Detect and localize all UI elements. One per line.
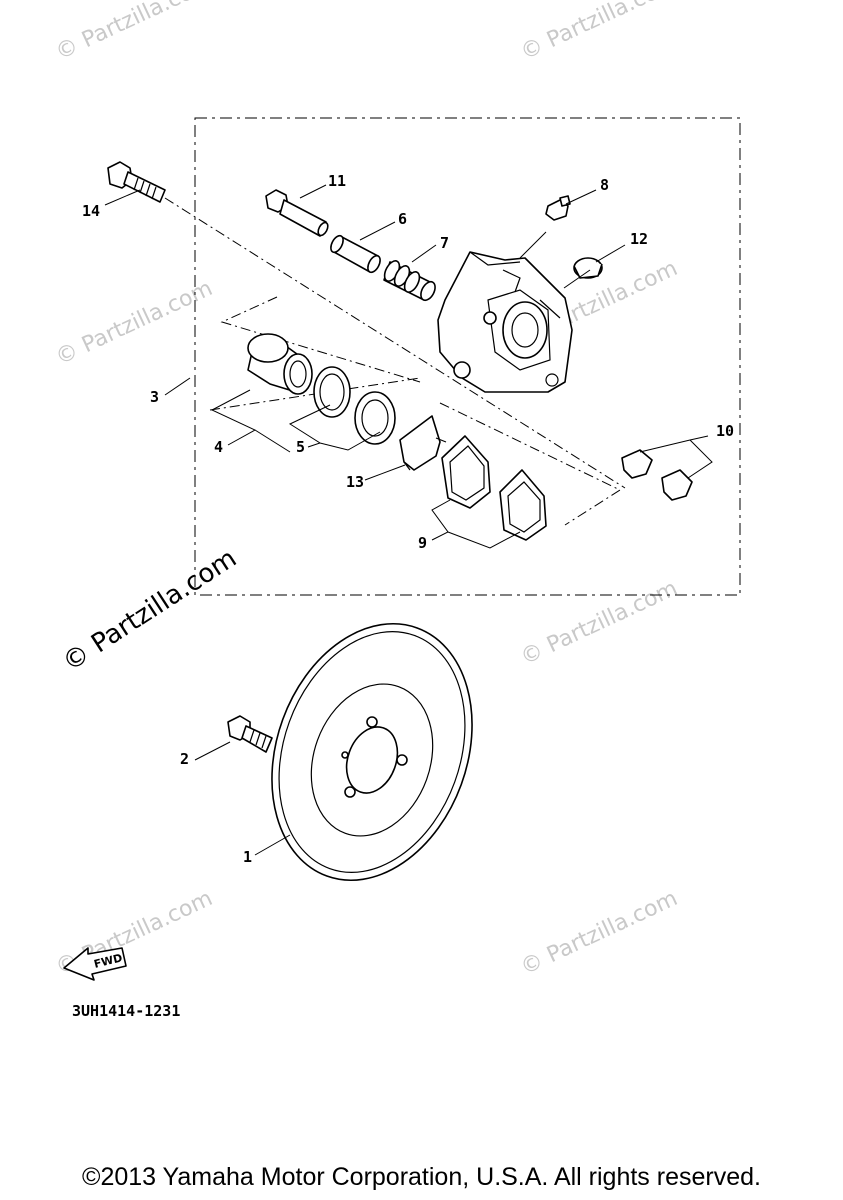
callout-2: 2 (180, 750, 189, 768)
callout-11: 11 (328, 172, 346, 190)
part-12-cap (573, 257, 603, 279)
copyright-footer: ©2013 Yamaha Motor Corporation, U.S.A. A… (82, 1163, 761, 1191)
callout-10: 10 (716, 422, 734, 440)
part-14-bolt (107, 161, 166, 203)
callouts: 1 2 3 4 5 6 7 8 9 10 11 12 13 14 (82, 172, 734, 866)
part-2-disc-bolt (227, 715, 273, 753)
watermark: © Partzilla.com (52, 0, 216, 65)
watermark: © Partzilla.com (517, 0, 681, 65)
part-8-bleed-screw (545, 195, 571, 221)
watermark-strong: © Partzilla.com (57, 543, 242, 677)
callout-1: 1 (243, 848, 252, 866)
part-4-piston (247, 333, 313, 395)
fwd-arrow-icon: FWD (63, 947, 127, 981)
part-9-pads (441, 435, 547, 541)
leader-lines (104, 184, 713, 856)
part-5-seals (313, 366, 396, 445)
part-6-sleeve (330, 234, 381, 274)
callout-14: 14 (82, 202, 100, 220)
caliper-body (437, 251, 573, 393)
part-10-clips (621, 449, 693, 501)
part-1-brake-disc (271, 622, 473, 882)
callout-9: 9 (418, 534, 427, 552)
callout-13: 13 (346, 473, 364, 491)
callout-12: 12 (630, 230, 648, 248)
watermark: © Partzilla.com (52, 276, 216, 370)
callout-4: 4 (214, 438, 223, 456)
part-11-pin-bolt (265, 189, 329, 237)
part-7-boot (383, 260, 436, 302)
watermark: © Partzilla.com (517, 886, 681, 980)
diagram-code: 3UH1414-1231 (72, 1002, 180, 1020)
callout-8: 8 (600, 176, 609, 194)
callout-7: 7 (440, 234, 449, 252)
callout-3: 3 (150, 388, 159, 406)
assembly-boundary (194, 117, 741, 596)
part-13-shim (399, 415, 447, 471)
callout-6: 6 (398, 210, 407, 228)
callout-5: 5 (296, 438, 305, 456)
watermark: © Partzilla.com (517, 576, 681, 670)
